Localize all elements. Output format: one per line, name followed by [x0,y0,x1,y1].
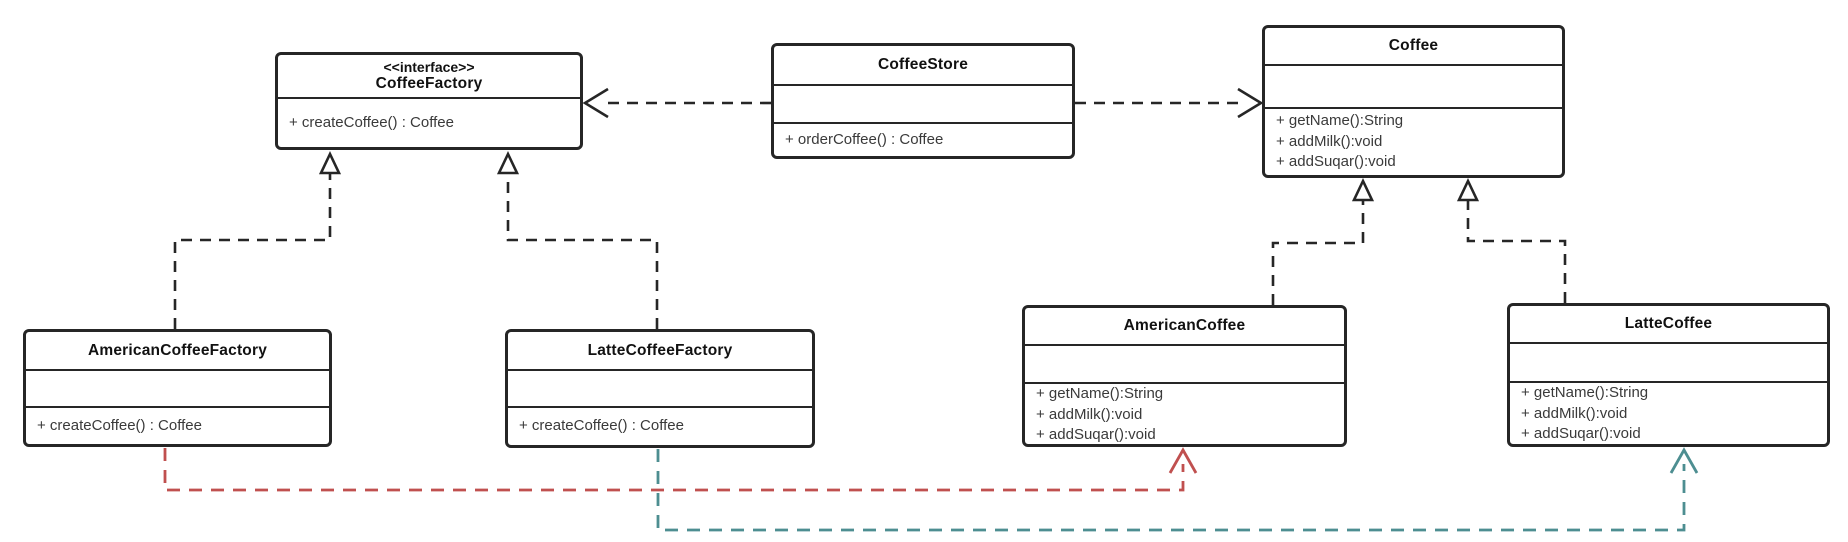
class-name: Coffee [1388,37,1439,54]
open-arrowhead-icon [582,87,609,119]
class-method: + addSuqar():void [1276,153,1396,171]
class-method: + addMilk():void [1276,132,1383,150]
realization-lattecoffee-to-coffee [1456,177,1567,303]
class-box-americancoffeefactory: AmericanCoffeeFactory + createCoffee() :… [23,329,332,447]
class-method: + orderCoffee() : Coffee [785,130,944,148]
class-method: + createCoffee() : Coffee [37,416,202,434]
class-method: + getName():String [1276,112,1404,130]
realization-americancoffee-to-coffee [1271,177,1375,305]
realization-lattecoffeefactory-to-coffeefactory [496,150,659,329]
class-method: + createCoffee() : Coffee [519,417,684,435]
class-attributes [774,84,1072,122]
class-box-coffee: Coffee + getName():String + addMilk():vo… [1262,25,1565,178]
hollow-triangle-icon [496,150,520,175]
class-method: + addMilk():void [1521,404,1628,422]
dependency-coffeestore-to-coffee [1075,87,1264,119]
open-arrowhead-icon [1168,447,1198,474]
class-header: LatteCoffeeFactory [508,332,812,369]
class-method: + addSuqar():void [1036,426,1156,443]
open-arrowhead-icon [1237,87,1264,119]
class-box-americancoffee: AmericanCoffee + getName():String + addM… [1022,305,1347,447]
class-attributes [26,369,329,406]
class-header: <<interface>> CoffeeFactory [278,55,580,97]
dependency-coffeestore-to-coffeefactory [582,87,771,119]
class-header: AmericanCoffeeFactory [26,332,329,369]
class-name: CoffeeStore [877,56,969,73]
class-name: LatteCoffee [1624,315,1713,332]
class-attributes [1265,64,1562,107]
class-methods: + getName():String + addMilk():void + ad… [1265,107,1562,175]
class-box-coffeefactory: <<interface>> CoffeeFactory + createCoff… [275,52,583,150]
class-methods: + createCoffee() : Coffee [278,97,580,147]
class-methods: + getName():String + addMilk():void + ad… [1025,382,1344,446]
class-methods: + createCoffee() : Coffee [26,406,329,444]
open-arrowhead-icon [1669,447,1699,474]
class-methods: + getName():String + addMilk():void + ad… [1510,381,1827,445]
hollow-triangle-icon [318,150,342,175]
class-box-lattecoffeefactory: LatteCoffeeFactory + createCoffee() : Co… [505,329,815,448]
class-method: + getName():String [1521,384,1649,401]
dependency-americancoffeefactory-to-americancoffee [163,447,1198,492]
class-methods: + createCoffee() : Coffee [508,406,812,445]
class-stereotype: <<interface>> [383,59,475,75]
class-attributes [508,369,812,406]
realization-americancoffeefactory-to-coffeefactory [173,150,342,329]
class-name: LatteCoffeeFactory [587,341,733,359]
class-attributes [1510,342,1827,381]
class-methods: + orderCoffee() : Coffee [774,122,1072,156]
class-header: CoffeeStore [774,46,1072,84]
class-name: CoffeeFactory [375,75,483,92]
class-method: + addSuqar():void [1521,425,1641,442]
dependency-lattecoffeefactory-to-lattecoffee [656,447,1699,532]
class-name: AmericanCoffeeFactory [87,341,268,359]
class-header: Coffee [1265,28,1562,64]
class-method: + createCoffee() : Coffee [289,113,454,131]
class-attributes [1025,344,1344,382]
class-header: LatteCoffee [1510,306,1827,342]
class-name: AmericanCoffee [1123,317,1246,334]
class-header: AmericanCoffee [1025,308,1344,344]
hollow-triangle-icon [1456,177,1480,202]
class-box-lattecoffee: LatteCoffee + getName():String + addMilk… [1507,303,1830,447]
class-box-coffeestore: CoffeeStore + orderCoffee() : Coffee [771,43,1075,159]
class-method: + addMilk():void [1036,405,1143,423]
class-method: + getName():String [1036,385,1164,402]
hollow-triangle-icon [1351,177,1375,202]
